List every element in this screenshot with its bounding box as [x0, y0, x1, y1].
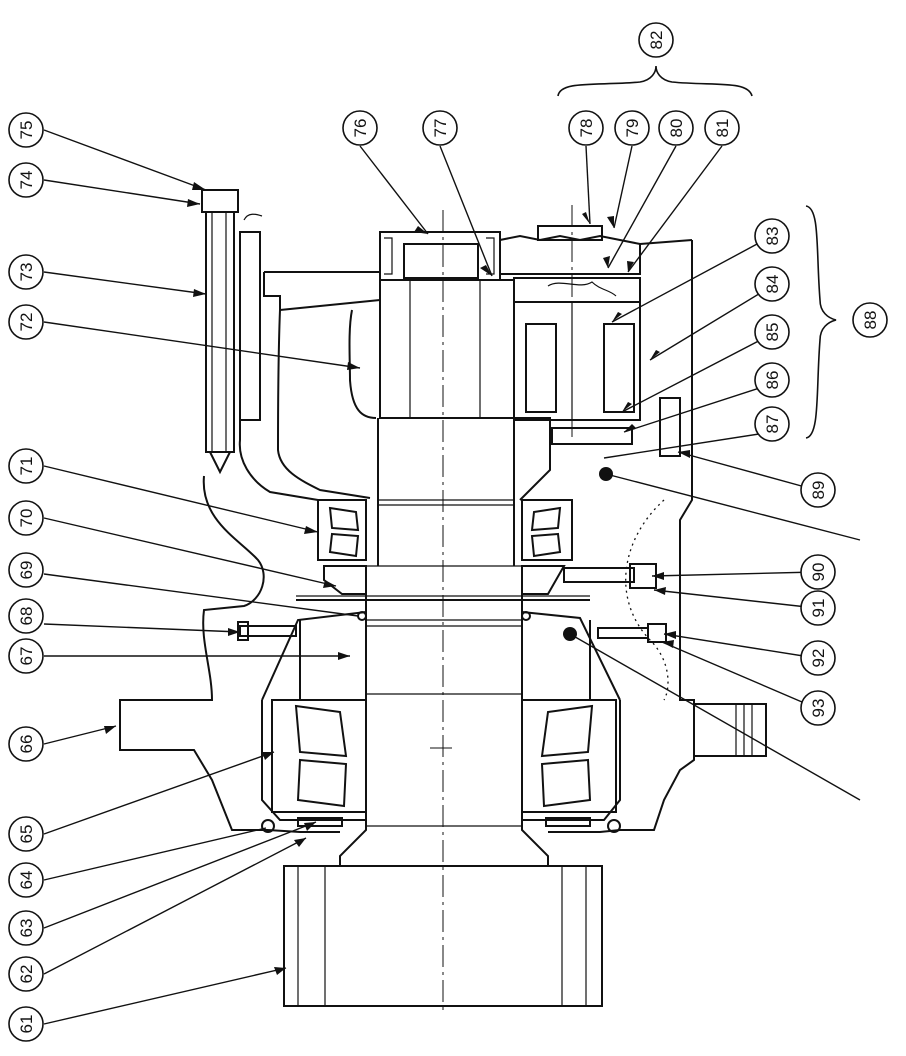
callout-79: 79 — [614, 110, 650, 146]
callout-76: 76 — [342, 110, 378, 146]
callout-84: 84 — [754, 266, 790, 302]
callout-64-label: 64 — [17, 871, 36, 890]
callout-62: 62 — [8, 956, 44, 992]
collar-right — [521, 565, 566, 595]
callout-91-label: 91 — [809, 599, 828, 618]
callout-86-label: 86 — [763, 371, 782, 390]
callout-83: 83 — [754, 218, 790, 254]
callout-89: 89 — [800, 472, 836, 508]
callout-92: 92 — [800, 640, 836, 676]
callout-88: 88 — [852, 302, 888, 338]
callout-74: 74 — [8, 162, 44, 198]
pinion-gear — [283, 865, 603, 1007]
upper-bearing — [317, 499, 573, 561]
callout-85: 85 — [754, 314, 790, 350]
arrow-heads — [104, 182, 690, 975]
callout-87-label: 87 — [763, 415, 782, 434]
callout-74-label: 74 — [17, 171, 36, 190]
callout-78: 78 — [568, 110, 604, 146]
callout-61: 61 — [8, 1006, 44, 1042]
main-shaft — [339, 418, 549, 866]
callout-67-label: 67 — [17, 647, 36, 666]
long-bolt — [201, 189, 263, 475]
leader-lines — [43, 129, 861, 1025]
callout-69: 69 — [8, 552, 44, 588]
callout-91: 91 — [800, 590, 836, 626]
callout-90: 90 — [800, 554, 836, 590]
callout-81-label: 81 — [713, 119, 732, 138]
callout-66-label: 66 — [17, 735, 36, 754]
callout-72-label: 72 — [17, 313, 36, 332]
callout-63-label: 63 — [17, 919, 36, 938]
callout-68-label: 68 — [17, 607, 36, 626]
callout-62-label: 62 — [17, 965, 36, 984]
sun-gear — [379, 231, 515, 419]
callout-78-label: 78 — [577, 119, 596, 138]
callout-67: 67 — [8, 638, 44, 674]
callout-66: 66 — [8, 726, 44, 762]
spacer-left — [297, 817, 343, 827]
callout-87: 87 — [754, 406, 790, 442]
callout-89-label: 89 — [809, 481, 828, 500]
section-line — [625, 499, 669, 701]
callout-76-label: 76 — [351, 119, 370, 138]
reduction-housing — [238, 232, 693, 501]
callout-71-label: 71 — [17, 457, 36, 476]
snap-ring-left — [261, 819, 275, 833]
callout-77-label: 77 — [431, 119, 450, 138]
callout-65: 65 — [8, 816, 44, 852]
callout-77: 77 — [422, 110, 458, 146]
callout-90-label: 90 — [809, 563, 828, 582]
pin-bolt — [551, 427, 633, 445]
callout-73-label: 73 — [17, 263, 36, 282]
callout-70-label: 70 — [17, 509, 36, 528]
callout-86: 86 — [754, 362, 790, 398]
callout-80-label: 80 — [667, 119, 686, 138]
callout-65-label: 65 — [17, 825, 36, 844]
callout-85-label: 85 — [763, 323, 782, 342]
callout-61-label: 61 — [17, 1015, 36, 1034]
callout-82-label: 82 — [647, 31, 666, 50]
callout-75-label: 75 — [17, 121, 36, 140]
callout-82: 82 — [638, 22, 674, 58]
callout-71: 71 — [8, 448, 44, 484]
callout-72: 72 — [8, 304, 44, 340]
callout-70: 70 — [8, 500, 44, 536]
callout-63: 63 — [8, 910, 44, 946]
callout-93-label: 93 — [809, 699, 828, 718]
callout-79-label: 79 — [623, 119, 642, 138]
callout-68: 68 — [8, 598, 44, 634]
callout-88-label: 88 — [861, 311, 880, 330]
callout-80: 80 — [658, 110, 694, 146]
callout-81: 81 — [704, 110, 740, 146]
stopper-block — [659, 397, 681, 457]
snap-ring-right — [607, 819, 621, 833]
collar-left — [323, 565, 367, 595]
side-bolts — [237, 563, 667, 643]
callout-69-label: 69 — [17, 561, 36, 580]
callout-75: 75 — [8, 112, 44, 148]
callout-84-label: 84 — [763, 275, 782, 294]
planetary-gear — [499, 225, 641, 421]
brace-82 — [557, 65, 753, 97]
callout-92-label: 92 — [809, 649, 828, 668]
brace-88 — [805, 205, 837, 439]
callout-93: 93 — [800, 690, 836, 726]
housing — [119, 240, 767, 833]
callout-64: 64 — [8, 862, 44, 898]
lower-bearing — [271, 699, 617, 813]
o-ring-right — [521, 611, 531, 621]
spacer-right — [545, 817, 591, 827]
callout-83-label: 83 — [763, 227, 782, 246]
callout-73: 73 — [8, 254, 44, 290]
